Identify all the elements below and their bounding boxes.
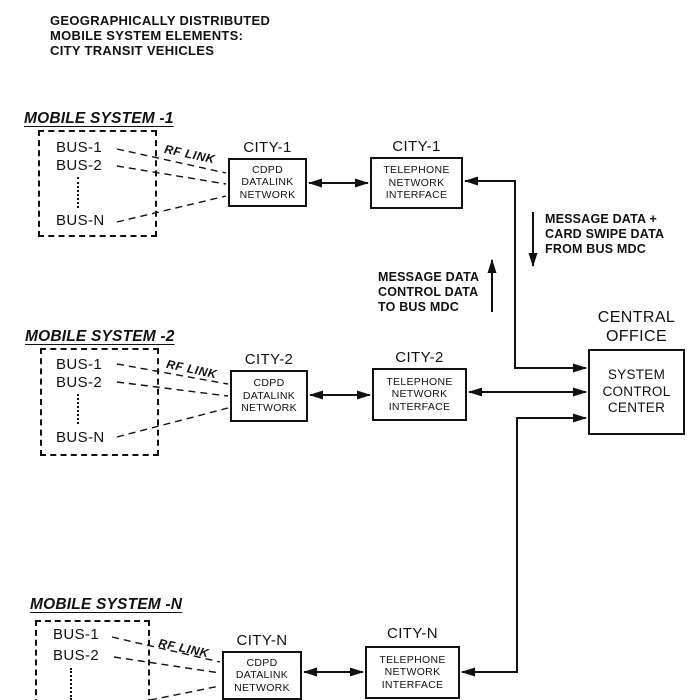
s2-tni-line-1: TELEPHONE bbox=[386, 375, 453, 388]
page-title-line-2: MOBILE SYSTEM ELEMENTS: bbox=[50, 28, 244, 43]
s2-cdpd-city-title: CITY-2 bbox=[244, 351, 294, 368]
central-office-box-line-2: CONTROL bbox=[602, 383, 671, 399]
sn-tni-line-1: TELEPHONE bbox=[379, 653, 446, 666]
s1-tni-city-title: CITY-1 bbox=[392, 138, 441, 155]
s1-tni-line-1: TELEPHONE bbox=[383, 164, 450, 177]
page-title: GEOGRAPHICALLY DISTRIBUTED MOBILE SYSTEM… bbox=[50, 13, 270, 58]
s2-bus-n: BUS-N bbox=[56, 429, 105, 446]
rf-link-line-s2-bus2 bbox=[116, 381, 229, 397]
sn-cdpd-line-2: DATALINK bbox=[235, 669, 289, 682]
sn-tni-line-3: INTERFACE bbox=[381, 678, 444, 691]
s1-bus-ellipsis-dots bbox=[77, 177, 79, 208]
s1-cdpd-datalink-network-box: CDPD DATALINK NETWORK bbox=[228, 158, 307, 207]
annotation-from-bus-line-1: MESSAGE DATA + bbox=[545, 212, 657, 226]
rf-link-line-s1-bus1 bbox=[116, 148, 227, 174]
link-tnin-central-office bbox=[461, 413, 587, 677]
central-office-label-line-1: CENTRAL bbox=[597, 309, 676, 326]
rf-link-line-sn-busn bbox=[149, 685, 221, 700]
s1-cdpd-city-title: CITY-1 bbox=[243, 139, 292, 156]
rf-link-line-s2-bus1 bbox=[116, 363, 229, 385]
s2-cdpd-line-3: NETWORK bbox=[241, 402, 297, 415]
s2-telephone-network-interface-box: TELEPHONE NETWORK INTERFACE bbox=[372, 368, 467, 421]
sn-bus-2: BUS-2 bbox=[53, 647, 100, 664]
mobile-system-n-bus-group-box bbox=[35, 620, 150, 700]
s2-cdpd-line-1: CDPD bbox=[253, 377, 285, 390]
s1-tni-line-3: INTERFACE bbox=[385, 189, 448, 202]
s2-tni-line-2: NETWORK bbox=[391, 388, 448, 401]
rf-link-line-sn-bus1 bbox=[111, 636, 221, 663]
s2-bus-1: BUS-1 bbox=[56, 356, 103, 373]
s1-bus-1: BUS-1 bbox=[56, 139, 103, 156]
central-office-box-line-1: SYSTEM bbox=[607, 367, 666, 383]
sn-cdpd-datalink-network-box: CDPD DATALINK NETWORK bbox=[222, 651, 302, 700]
s2-cdpd-datalink-network-box: CDPD DATALINK NETWORK bbox=[230, 370, 308, 422]
mobile-system-1-bus-group-box bbox=[38, 130, 157, 237]
mobile-system-2-bus-group-box bbox=[40, 348, 159, 456]
central-office-label-line-2: OFFICE bbox=[605, 328, 668, 345]
mobile-system-1-label: MOBILE SYSTEM -1 bbox=[24, 110, 174, 127]
mobile-system-2-label: MOBILE SYSTEM -2 bbox=[25, 328, 175, 345]
s2-bus-ellipsis-dots bbox=[77, 394, 79, 424]
sn-telephone-network-interface-box: TELEPHONE NETWORK INTERFACE bbox=[365, 646, 460, 699]
link-tni1-central-office bbox=[464, 176, 587, 373]
rf-link-line-s1-busn bbox=[116, 195, 227, 223]
s1-cdpd-line-1: CDPD bbox=[252, 163, 283, 176]
sn-tni-city-title: CITY-N bbox=[386, 625, 439, 642]
sn-cdpd-line-1: CDPD bbox=[246, 656, 278, 669]
mobile-system-n-label: MOBILE SYSTEM -N bbox=[30, 596, 183, 613]
rf-link-line-sn-bus2 bbox=[113, 656, 221, 674]
page-title-line-3: CITY TRANSIT VEHICLES bbox=[50, 43, 215, 58]
s1-bus-2: BUS-2 bbox=[56, 157, 103, 174]
annotation-to-bus-line-3: TO BUS MDC bbox=[378, 300, 459, 314]
sn-cdpd-city-title: CITY-N bbox=[236, 632, 288, 649]
annotation-from-bus-line-3: FROM BUS MDC bbox=[545, 242, 647, 256]
s1-telephone-network-interface-box: TELEPHONE NETWORK INTERFACE bbox=[370, 157, 463, 209]
s2-tni-city-title: CITY-2 bbox=[395, 349, 444, 366]
sn-tni-line-2: NETWORK bbox=[384, 666, 441, 679]
s1-bus-n: BUS-N bbox=[56, 212, 105, 229]
sn-bus-ellipsis-dots bbox=[70, 668, 72, 700]
s1-tni-line-2: NETWORK bbox=[388, 176, 445, 189]
s1-cdpd-line-3: NETWORK bbox=[239, 188, 296, 201]
page-title-line-1: GEOGRAPHICALLY DISTRIBUTED bbox=[50, 13, 271, 28]
central-office-box-line-3: CENTER bbox=[607, 400, 666, 416]
annotation-from-bus-mdc: MESSAGE DATA + CARD SWIPE DATA FROM BUS … bbox=[545, 212, 664, 257]
s2-cdpd-line-2: DATALINK bbox=[242, 389, 296, 402]
sn-cdpd-line-3: NETWORK bbox=[234, 681, 290, 694]
s1-cdpd-line-2: DATALINK bbox=[241, 176, 294, 189]
annotation-to-bus-line-1: MESSAGE DATA bbox=[378, 270, 480, 284]
central-office-label: CENTRAL OFFICE bbox=[588, 308, 685, 346]
sn-bus-1: BUS-1 bbox=[53, 626, 100, 643]
s2-bus-2: BUS-2 bbox=[56, 374, 103, 391]
rf-link-line-s1-bus2 bbox=[116, 165, 227, 185]
s2-tni-line-3: INTERFACE bbox=[388, 400, 451, 413]
system-control-center-box: SYSTEM CONTROL CENTER bbox=[588, 349, 685, 435]
annotation-to-bus-mdc: MESSAGE DATA CONTROL DATA TO BUS MDC bbox=[378, 270, 479, 315]
annotation-to-bus-line-2: CONTROL DATA bbox=[378, 285, 479, 299]
annotation-from-bus-line-2: CARD SWIPE DATA bbox=[545, 227, 665, 241]
